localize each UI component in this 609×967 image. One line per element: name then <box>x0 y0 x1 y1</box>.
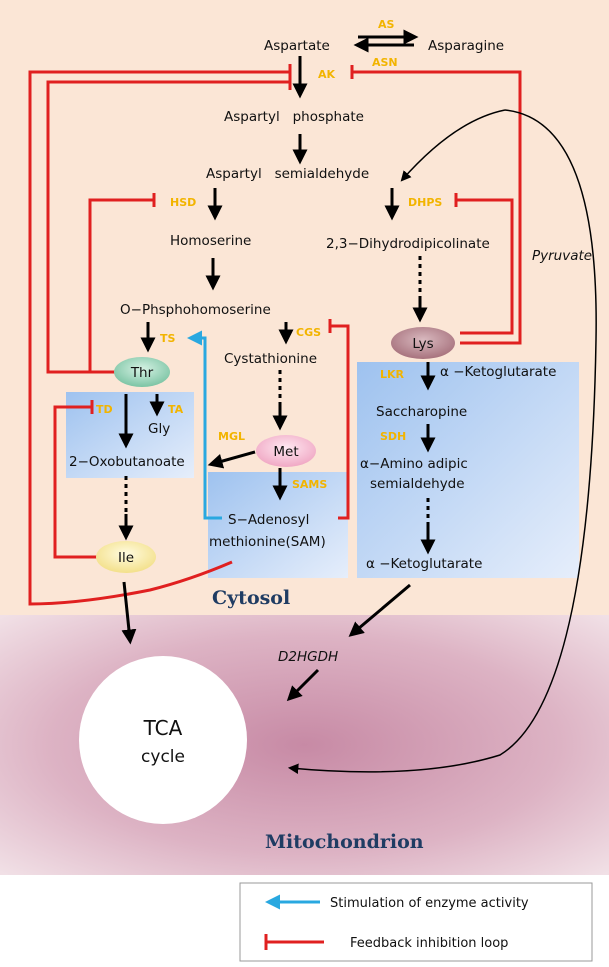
sam-label-1: S−Adenosyl <box>228 512 309 528</box>
enzyme-mgl: MGL <box>218 430 245 443</box>
arrow-d2hgdh-tca <box>286 668 320 702</box>
lys-node <box>391 327 455 359</box>
enzyme-dhps: DHPS <box>408 196 442 209</box>
gly-label: Gly <box>148 421 170 437</box>
cystathionine-label: Cystathionine <box>224 351 317 367</box>
aspartate-label: Aspartate <box>264 38 330 54</box>
alpha-ketoglutarate-label-2: α −Ketoglutarate <box>366 556 482 572</box>
alpha-ketoglutarate-label-1: α −Ketoglutarate <box>440 364 556 380</box>
dihydrodipicolinate-label: 2,3−Dihydrodipicolinate <box>326 236 490 252</box>
tca-label-2: cycle <box>141 747 185 767</box>
aspartyl-semialdehyde-label: Aspartyl semialdehyde <box>206 166 369 182</box>
thr-node <box>114 357 170 387</box>
sam-ak-inhibition <box>28 70 290 606</box>
enzyme-sams: SAMS <box>292 478 327 491</box>
thr-hsd-inhibition <box>88 198 154 372</box>
arrow-ile-tca <box>121 581 137 645</box>
thr-label: Thr <box>130 365 154 381</box>
thr-ak-inhibition <box>46 80 290 374</box>
aminoadipic-label-1: α−Amino adipic <box>360 456 468 472</box>
oxobutanoate-label: 2−Oxobutanoate <box>69 454 185 470</box>
enzyme-lkr: LKR <box>380 368 405 381</box>
enzyme-ta: TA <box>168 403 184 416</box>
enzyme-ts: TS <box>160 332 176 345</box>
saccharopine-label: Saccharopine <box>376 404 467 420</box>
tca-label-1: TCA <box>143 716 183 740</box>
enzyme-hsd: HSD <box>170 196 196 209</box>
enzyme-asn: ASN <box>372 56 398 69</box>
met-node <box>256 435 316 467</box>
enzyme-td: TD <box>96 403 113 416</box>
pyruvate-curve <box>287 109 597 774</box>
pyruvate-to-dhps-arrow <box>400 109 506 182</box>
met-label: Met <box>273 444 298 460</box>
enzyme-cgs: CGS <box>296 326 321 339</box>
ile-label: Ile <box>118 550 134 566</box>
sam-ts-stimulation <box>187 330 222 520</box>
mitochondrion-label: Mitochondrion <box>265 831 424 853</box>
inhibition-loops <box>28 64 522 606</box>
d2hgdh-label: D2HGDH <box>278 649 338 665</box>
cytosol-label: Cytosol <box>212 587 290 609</box>
arrow-met-oxo <box>207 450 256 469</box>
enzyme-sdh: SDH <box>380 430 406 443</box>
lys-degradation-box <box>357 362 579 578</box>
arrow-akg-d2hgdh <box>348 583 411 637</box>
pyruvate-label: Pyruvate <box>532 248 592 264</box>
tca-cycle-circle <box>79 656 247 824</box>
legend-box <box>239 882 593 962</box>
aspartyl-phosphate-label: Aspartyl phosphate <box>224 109 364 125</box>
asparagine-label: Asparagine <box>428 38 504 54</box>
aminoadipic-label-2: semialdehyde <box>370 476 465 492</box>
lys-ak-inhibition <box>352 70 522 345</box>
sam-label-2: methionine(SAM) <box>209 534 326 550</box>
enzyme-ak: AK <box>318 68 336 81</box>
pathway-arrows <box>118 29 436 702</box>
ile-td-inhibition <box>53 405 118 559</box>
homoserine-label: Homoserine <box>170 233 251 249</box>
legend-stimulation-text: Stimulation of enzyme activity <box>330 896 529 911</box>
enzyme-as: AS <box>378 18 395 31</box>
o-phosphohomoserine-label: O−Phsphohomoserine <box>120 302 271 318</box>
ile-node <box>96 541 156 573</box>
sam-cgs-inhibition <box>330 324 350 520</box>
legend-inhibition-text: Feedback inhibition loop <box>350 936 508 951</box>
lys-dhps-inhibition <box>456 198 514 335</box>
lys-label: Lys <box>412 336 433 352</box>
